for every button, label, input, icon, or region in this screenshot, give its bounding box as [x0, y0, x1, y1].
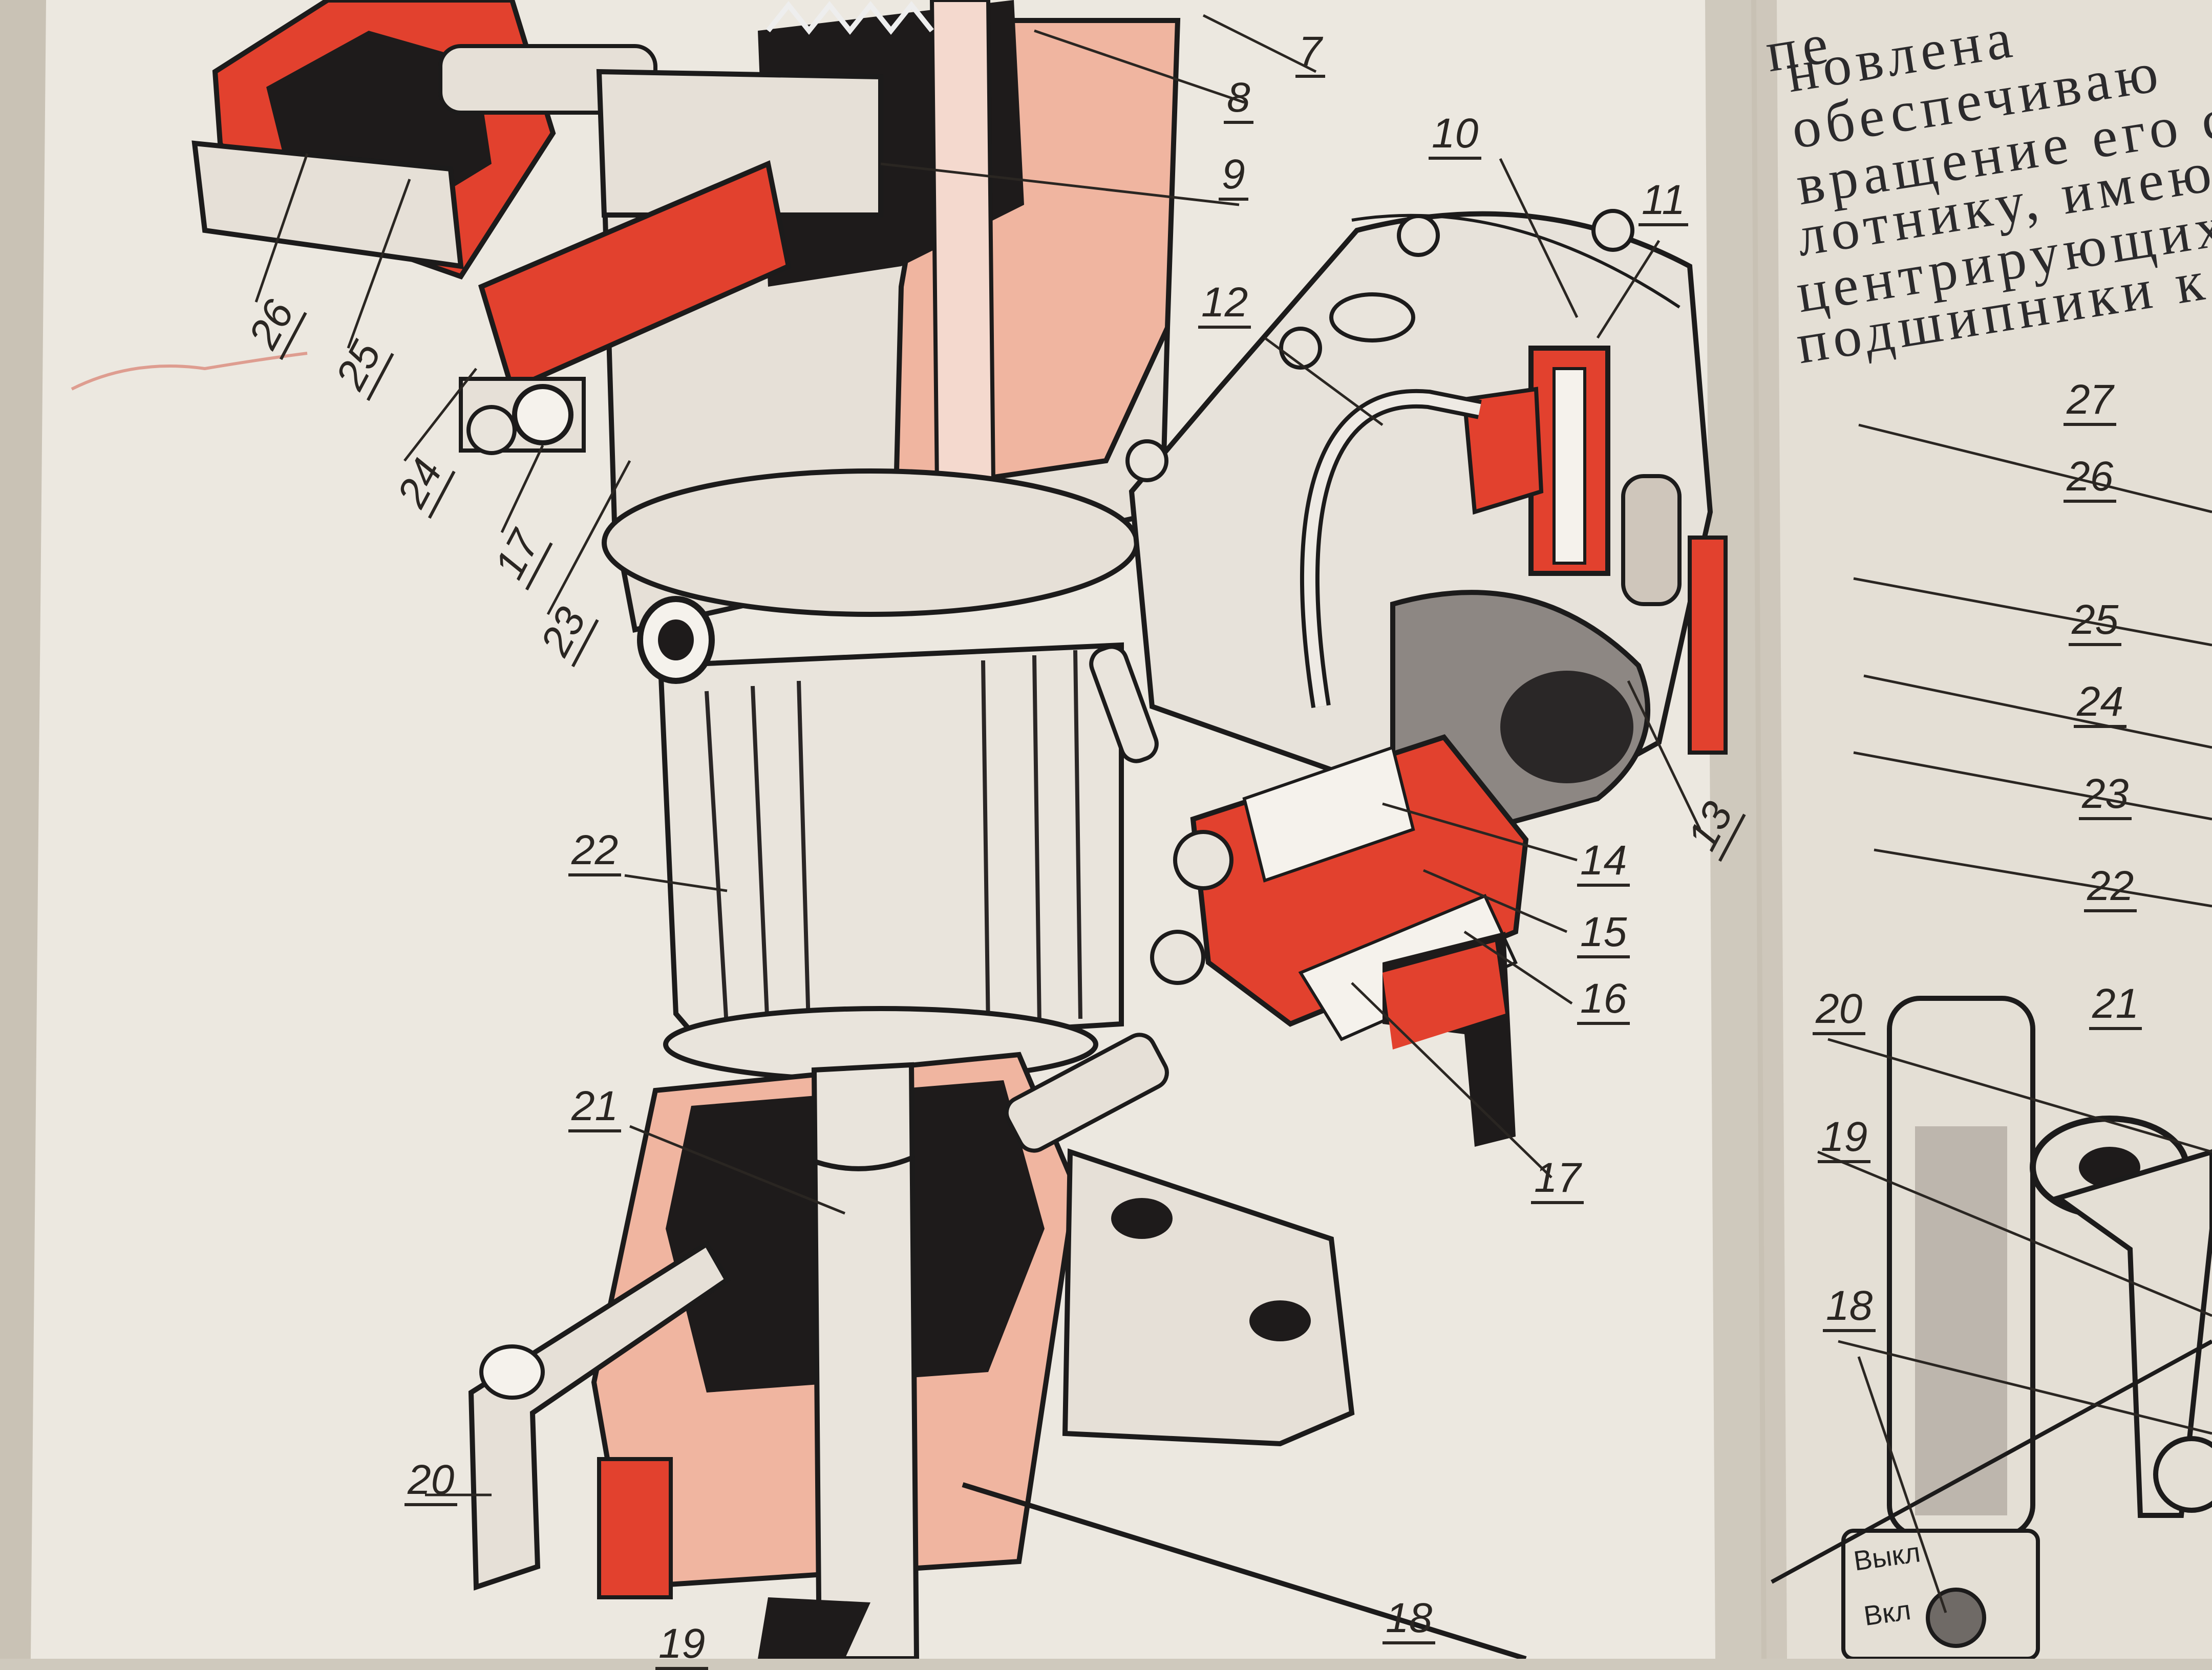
callout-label: 9 [1219, 154, 1248, 201]
callout-label: 12 [1198, 282, 1251, 329]
callout-label: 18 [1382, 1597, 1436, 1644]
callout-label: 14 [1577, 840, 1630, 887]
callout-label: 15 [1577, 911, 1630, 958]
callout-label: 20 [405, 1459, 458, 1506]
callout-leader-lines [254, 14, 2212, 1613]
right-page [1756, 0, 2212, 1659]
bottom-housing-illustration [468, 1033, 1527, 1659]
callout-label: 26 [2064, 456, 2117, 503]
callout-label: 19 [1818, 1116, 1871, 1163]
callout-label: 24 [2074, 681, 2127, 728]
callout-label: 10 [1429, 113, 1482, 160]
callout-label: 27 [2064, 379, 2117, 426]
callout-label: 22 [2084, 865, 2137, 912]
callout-label: 21 [568, 1085, 622, 1132]
callout-label: 23 [2079, 773, 2132, 820]
callout-label: 16 [1577, 978, 1630, 1025]
callout-label: 21 [2089, 983, 2142, 1030]
callout-label: 22 [568, 829, 622, 876]
callout-label: 19 [655, 1623, 709, 1670]
stray-pencil-mark [71, 352, 308, 391]
central-column-illustration [192, 0, 1181, 1083]
page-gutter [1705, 0, 1787, 1659]
callout-label: 11 [1639, 179, 1689, 226]
callout-label: 7 [1295, 31, 1325, 78]
callout-label: 20 [1813, 988, 1866, 1035]
callout-label: 8 [1224, 77, 1253, 124]
regulator-assembly-illustration [1089, 209, 1728, 1147]
switch-on-mark: Вкл [1862, 1594, 1913, 1632]
callout-label: 25 [2069, 599, 2122, 646]
callout-label: 17 [1531, 1157, 1584, 1204]
callout-label: 18 [1823, 1285, 1876, 1332]
